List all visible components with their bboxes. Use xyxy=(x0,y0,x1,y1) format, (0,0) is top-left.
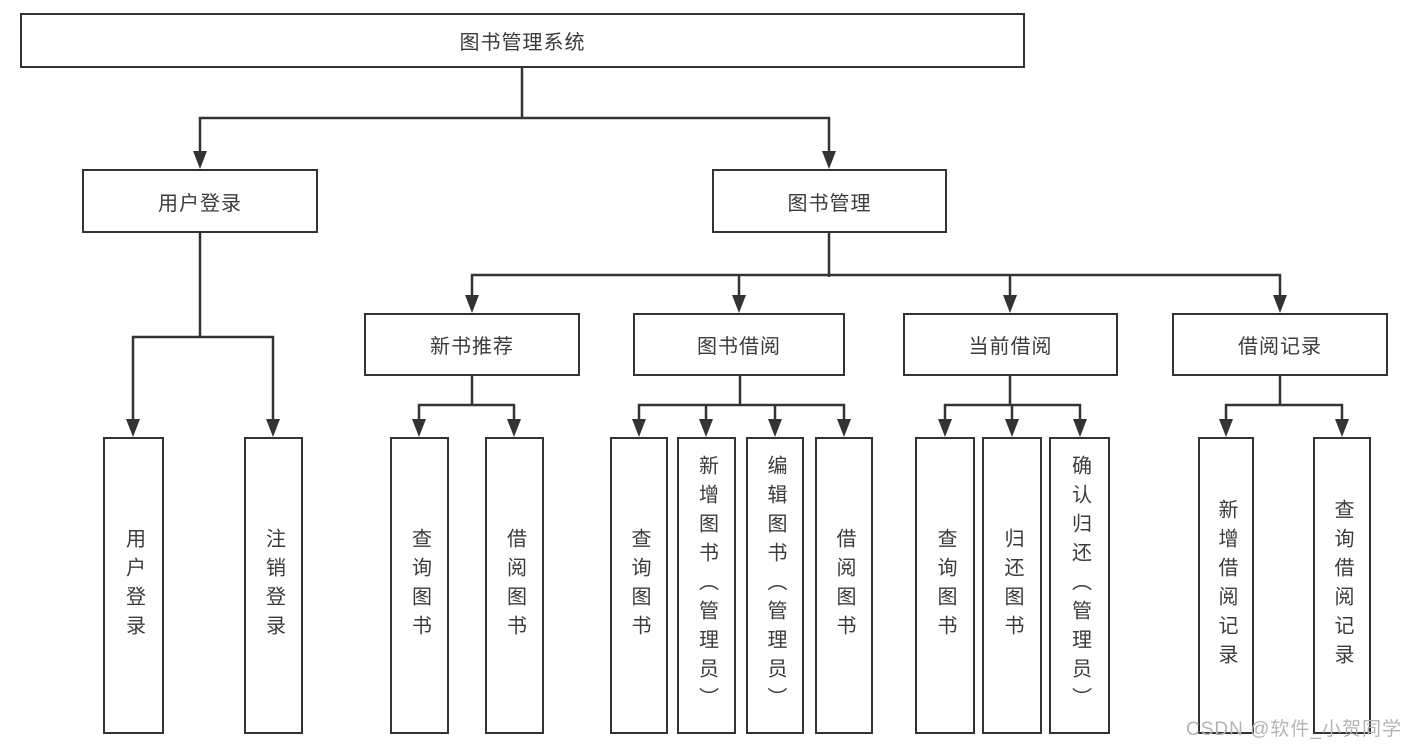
node-label: 图书管理系统 xyxy=(459,32,586,54)
node-label: 查询图书 xyxy=(934,527,956,644)
node-label: 借阅图书 xyxy=(503,527,526,644)
node-logout-leaf: 注销登录 xyxy=(244,437,303,734)
node-label: 确认归还（管理员） xyxy=(1068,455,1091,716)
node-library-system-root: 图书管理系统 xyxy=(20,13,1025,68)
node-label: 新增借阅记录 xyxy=(1215,498,1237,673)
node-book-borrow: 图书借阅 xyxy=(633,313,845,376)
node-label: 用户登录 xyxy=(158,192,242,215)
node-user-login: 用户登录 xyxy=(82,169,318,233)
node-label: 新书推荐 xyxy=(430,336,514,358)
node-current-borrow: 当前借阅 xyxy=(903,313,1118,376)
node-borrow-records: 借阅记录 xyxy=(1172,313,1388,376)
node-label: 注销登录 xyxy=(262,527,285,644)
node-label: 图书借阅 xyxy=(697,336,781,358)
node-br-query-record: 查询借阅记录 xyxy=(1313,437,1371,734)
node-bb-borrow-books: 借阅图书 xyxy=(815,437,873,734)
node-label: 借阅图书 xyxy=(833,527,855,644)
node-label: 编辑图书（管理员） xyxy=(764,455,786,716)
node-book-management: 图书管理 xyxy=(712,169,947,233)
node-label: 当前借阅 xyxy=(968,336,1053,358)
node-label: 图书管理 xyxy=(787,192,872,215)
node-label: 查询图书 xyxy=(628,527,650,644)
node-label: 借阅记录 xyxy=(1238,336,1322,358)
node-label: 查询图书 xyxy=(408,527,431,644)
node-cb-query-books: 查询图书 xyxy=(915,437,975,734)
node-nbr-query-books: 查询图书 xyxy=(390,437,449,734)
node-label: 归还图书 xyxy=(1001,527,1023,644)
csdn-watermark: CSDN @软件_小贺同学 xyxy=(1186,719,1402,740)
node-bb-query-books: 查询图书 xyxy=(610,437,668,734)
node-label: 查询借阅记录 xyxy=(1331,498,1353,673)
node-bb-edit-books-admin: 编辑图书（管理员） xyxy=(746,437,804,734)
node-bb-add-books-admin: 新增图书（管理员） xyxy=(677,437,736,734)
node-new-book-recommend: 新书推荐 xyxy=(364,313,580,376)
node-cb-return-books: 归还图书 xyxy=(982,437,1042,734)
node-user-login-leaf: 用户登录 xyxy=(103,437,164,734)
node-label: 用户登录 xyxy=(122,527,145,644)
node-br-add-record: 新增借阅记录 xyxy=(1198,437,1254,734)
node-label: 新增图书（管理员） xyxy=(695,455,718,716)
node-cb-confirm-return-admin: 确认归还（管理员） xyxy=(1049,437,1110,734)
node-nbr-borrow-books: 借阅图书 xyxy=(485,437,544,734)
